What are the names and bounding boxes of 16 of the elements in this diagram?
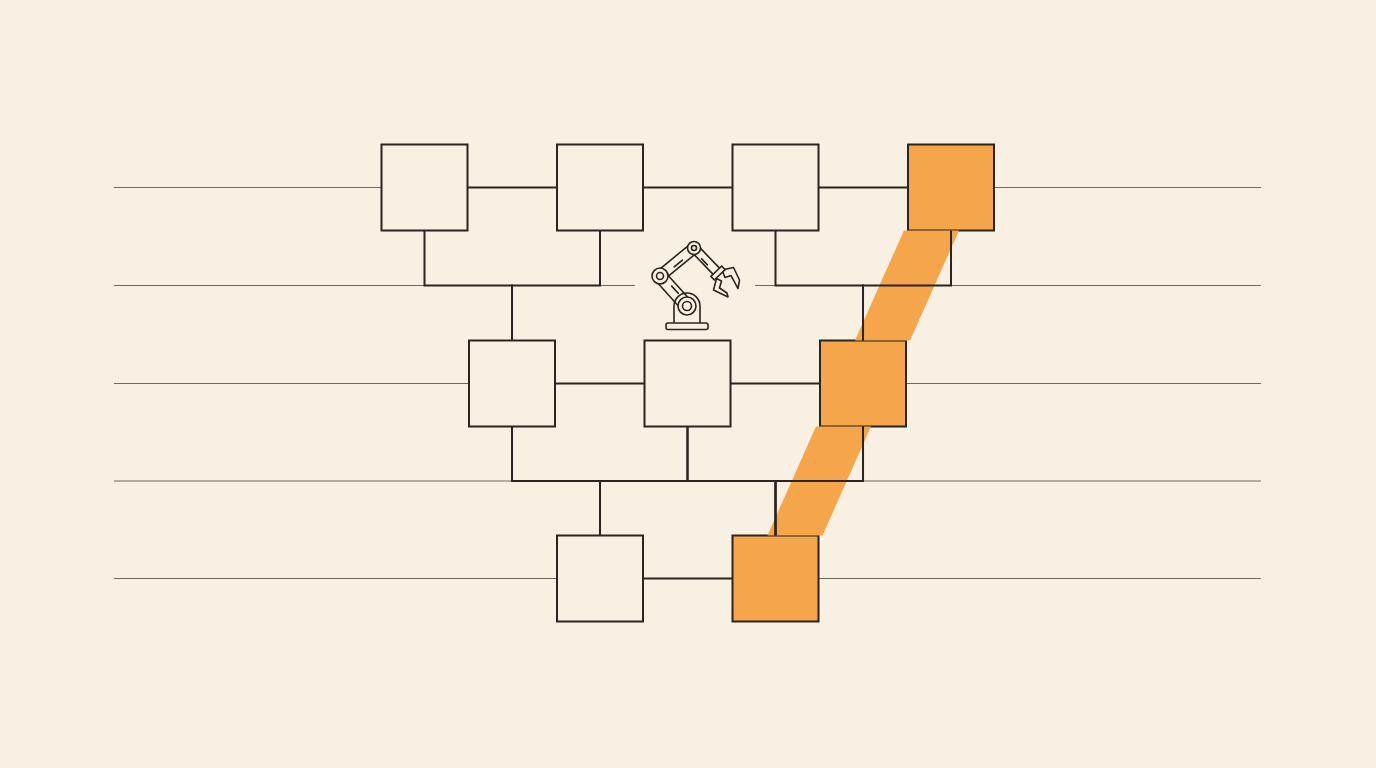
square-box — [731, 534, 820, 623]
square-box — [556, 534, 644, 623]
square-box — [907, 143, 995, 232]
square-box — [468, 339, 556, 428]
square-box — [731, 143, 820, 232]
connector-line — [642, 577, 734, 580]
square-box — [380, 143, 469, 232]
connector-line — [511, 229, 601, 342]
connector-line — [729, 382, 821, 385]
connector-line — [817, 186, 909, 189]
connector-line — [642, 186, 734, 189]
square-box — [819, 339, 907, 428]
square-box — [556, 143, 644, 232]
connector-line — [466, 186, 558, 189]
square-box — [643, 339, 732, 428]
connector-line — [554, 382, 646, 385]
